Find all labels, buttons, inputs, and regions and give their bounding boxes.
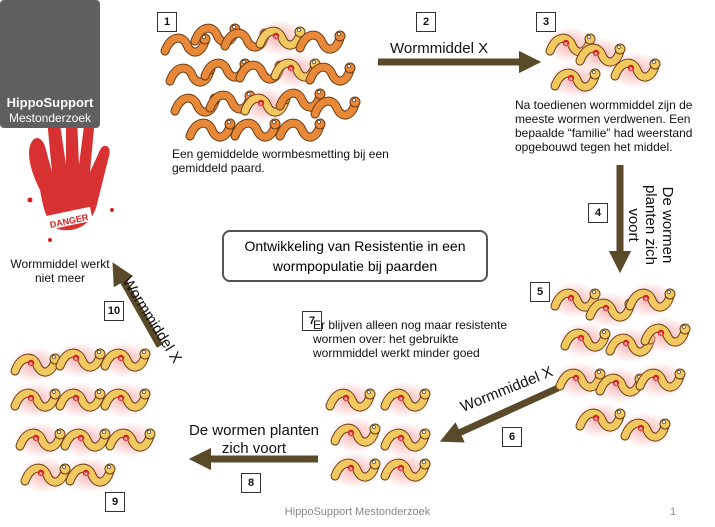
resistant-worm-icon: R: [99, 382, 151, 418]
worm-badge: R: [39, 472, 43, 477]
resistant-worm-icon: R: [549, 62, 601, 98]
resistant-worm-icon: R: [54, 342, 106, 378]
worm-badge: R: [644, 297, 648, 302]
worm-icon: [310, 96, 361, 120]
resistant-worm-icon: R: [19, 457, 71, 493]
worm-badge: R: [84, 472, 88, 477]
worm-badge: R: [659, 332, 663, 337]
worm-badge: R: [399, 397, 403, 402]
step-number-5: 5: [530, 282, 550, 302]
resistant-worm-icon: R: [14, 422, 66, 458]
worm-badge: R: [349, 432, 353, 437]
worm-badge: R: [74, 397, 78, 402]
diagram-title: Ontwikkeling van Resistentie in een worm…: [244, 238, 466, 274]
diagram-title-box: Ontwikkeling van Resistentie in een worm…: [222, 230, 488, 282]
worm-badge: R: [124, 437, 128, 442]
resistant-worm-icon: R: [624, 282, 676, 318]
step-number-6: 6: [502, 427, 522, 447]
arrow-8-label: De wormen planten zich voort: [188, 422, 320, 457]
step-number-9: 9: [105, 492, 125, 512]
logo-name: HippoSupport: [6, 95, 94, 110]
resistant-worm-icon: R: [379, 422, 431, 458]
worm-badge: R: [569, 77, 573, 82]
step-1-text: Een gemiddelde wormbesmetting bij een ge…: [172, 147, 389, 175]
resistant-worm-icon: R: [619, 412, 671, 448]
worm-badge: R: [624, 342, 628, 347]
worm-badge: R: [29, 397, 33, 402]
danger-text: Wormmiddel werkt niet meer: [10, 257, 110, 285]
worm-badge: R: [29, 362, 33, 367]
resistant-worm-icon: R: [104, 422, 156, 458]
resistant-worm-icon: R: [634, 362, 686, 398]
step-number-7: 7: [302, 311, 322, 331]
step-number-4: 4: [588, 203, 608, 223]
page-number: 1: [670, 506, 677, 518]
worm-badge: R: [74, 357, 78, 362]
step-number-1: 1: [157, 12, 177, 32]
resistant-worm-icon: R: [324, 382, 376, 418]
worm-icon: [230, 118, 281, 142]
worm-badge: R: [399, 437, 403, 442]
step-number-2: 2: [416, 12, 436, 32]
resistant-worm-icon: R: [329, 417, 381, 453]
logo-subtitle: Mestonderzoek: [8, 111, 92, 125]
worm-badge: R: [639, 427, 643, 432]
resistant-worm-icon: R: [329, 452, 381, 488]
step-number-8: 8: [241, 473, 261, 493]
arrow-10: [112, 262, 164, 348]
resistant-worm-icon: R: [379, 382, 431, 418]
resistant-worm-icon: R: [379, 452, 431, 488]
resistant-worm-icon: R: [559, 322, 611, 358]
logo: HippoSupport Mestonderzoek: [0, 0, 100, 128]
worm-icon: [185, 118, 236, 142]
worm-badge: R: [119, 397, 123, 402]
worm-badge: R: [629, 67, 633, 72]
worm-badge: R: [614, 382, 618, 387]
resistant-worm-icon: R: [574, 402, 626, 438]
danger-hand-icon: [27, 110, 114, 242]
worm-icon: [160, 33, 211, 57]
resistant-worm-icon: R: [9, 382, 61, 418]
resistant-worm-icon: R: [59, 422, 111, 458]
step-number-10: 10: [104, 301, 124, 321]
worm-icon: [275, 118, 326, 142]
worm-badge: R: [654, 377, 658, 382]
worm-badge: R: [344, 397, 348, 402]
resistant-worm-icon: R: [609, 52, 661, 88]
arrow-2-label: Wormmiddel X: [390, 40, 489, 57]
worm-badge: R: [289, 67, 293, 72]
arrow-4-label: De wormen planten zich voort: [625, 184, 676, 266]
arrow-6: [439, 384, 560, 443]
resistant-worm-icon: R: [54, 382, 106, 418]
worm-badge: R: [569, 297, 573, 302]
worm-badge: R: [579, 337, 583, 342]
worm-badge: R: [604, 307, 608, 312]
worm-badge: R: [119, 357, 123, 362]
resistant-worm-icon: R: [9, 347, 61, 383]
step-number-3: 3: [536, 12, 556, 32]
resistant-worm-icon: R: [254, 20, 306, 56]
worm-badge: R: [399, 467, 403, 472]
worm-badge: R: [349, 467, 353, 472]
worm-badge: R: [594, 52, 598, 57]
step-7-text: Er blijven alleen nog maar resistente wo…: [313, 318, 508, 360]
worm-icon: [295, 30, 346, 54]
worm-badge: R: [259, 102, 263, 107]
footer: HippoSupport Mestonderzoek: [284, 506, 431, 518]
resistant-worm-icon: R: [639, 317, 691, 353]
worm-badge: R: [574, 377, 578, 382]
worm-badge: R: [34, 437, 38, 442]
worm-badge: R: [79, 437, 83, 442]
step-3-text: Na toedienen wormmiddel zijn de meeste w…: [515, 98, 693, 154]
worm-icon: [305, 62, 356, 86]
resistant-worm-icon: R: [99, 342, 151, 378]
worm-badge: R: [274, 35, 278, 40]
resistant-worm-icon: R: [64, 457, 116, 493]
worm-badge: R: [564, 42, 568, 47]
worm-badge: R: [594, 417, 598, 422]
